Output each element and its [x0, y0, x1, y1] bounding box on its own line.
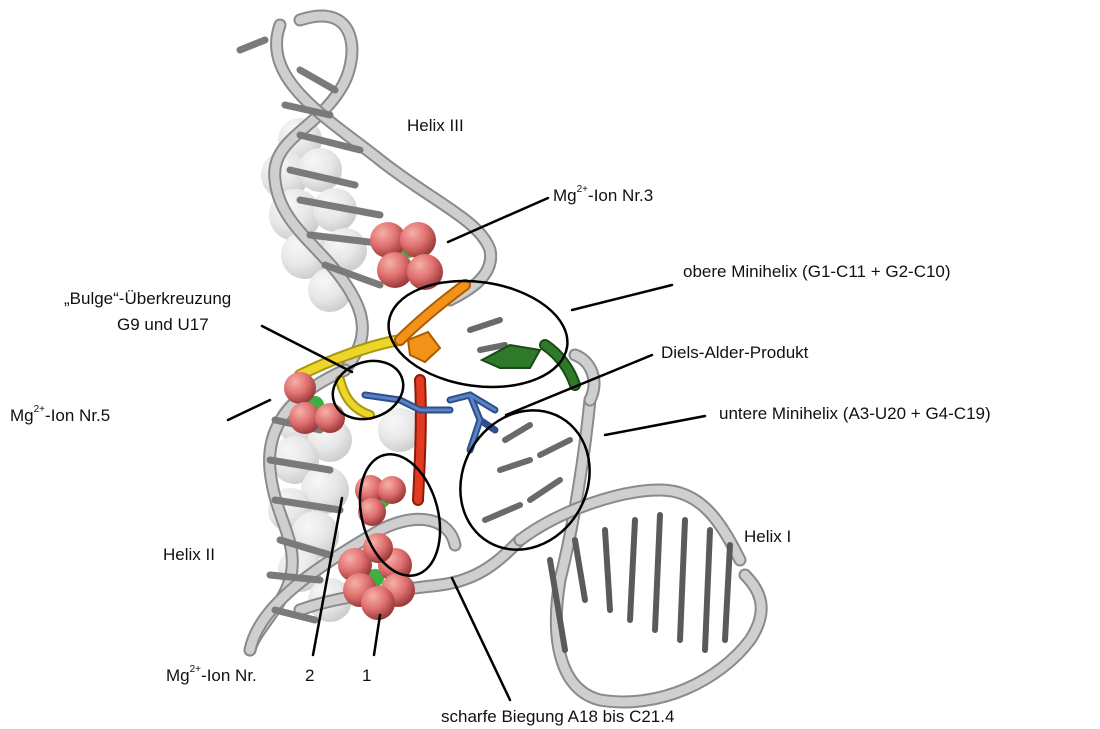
label-helix-ii: Helix II: [163, 546, 215, 563]
sharp-bend-leader: [452, 578, 510, 700]
label-mg-ion-1-2-charge: 2+: [190, 664, 201, 675]
mg1-leader: [374, 615, 380, 655]
label-mg-ion-1-2: Mg2+-Ion Nr.: [166, 667, 257, 684]
label-mg-ion-1-2-suffix: -Ion Nr.: [201, 666, 257, 685]
label-mg-ion-3: Mg2+-Ion Nr.3: [553, 187, 653, 204]
label-mg-ion-3-charge: 2+: [577, 184, 588, 195]
green-strand: [482, 345, 575, 385]
label-bulge-line-1: „Bulge“-Überkreuzung: [64, 290, 231, 307]
label-mg-ion-5-prefix: Mg: [10, 406, 34, 425]
label-mg-ion-number-2: 2: [305, 667, 314, 684]
label-lower-minihelix: untere Minihelix (A3-U20 + G4-C19): [719, 405, 991, 422]
label-bulge-line-2: G9 und U17: [117, 316, 209, 333]
label-mg-ion-5-suffix: -Ion Nr.5: [45, 406, 110, 425]
mg-ion-3-cluster: [370, 222, 443, 290]
label-diels-alder: Diels-Alder-Produkt: [661, 344, 808, 361]
helix-i-bases: [550, 515, 730, 650]
label-mg-ion-3-suffix: -Ion Nr.3: [588, 186, 653, 205]
label-helix-iii: Helix III: [407, 117, 464, 134]
label-mg-ion-5-charge: 2+: [34, 404, 45, 415]
orange-strand: [400, 285, 465, 362]
upper-minihelix-leader: [572, 285, 672, 310]
mg5-leader: [228, 400, 270, 420]
lower-minihelix-leader: [605, 416, 705, 435]
label-helix-i: Helix I: [744, 528, 791, 545]
label-mg-ion-5: Mg2+-Ion Nr.5: [10, 407, 110, 424]
label-sharp-bend: scharfe Biegung A18 bis C21.4: [441, 708, 674, 725]
label-mg-ion-1-2-prefix: Mg: [166, 666, 190, 685]
red-strand: [418, 380, 421, 500]
label-mg-ion-3-prefix: Mg: [553, 186, 577, 205]
label-mg-ion-number-1: 1: [362, 667, 371, 684]
label-upper-minihelix: obere Minihelix (G1-C11 + G2-C10): [683, 263, 951, 280]
